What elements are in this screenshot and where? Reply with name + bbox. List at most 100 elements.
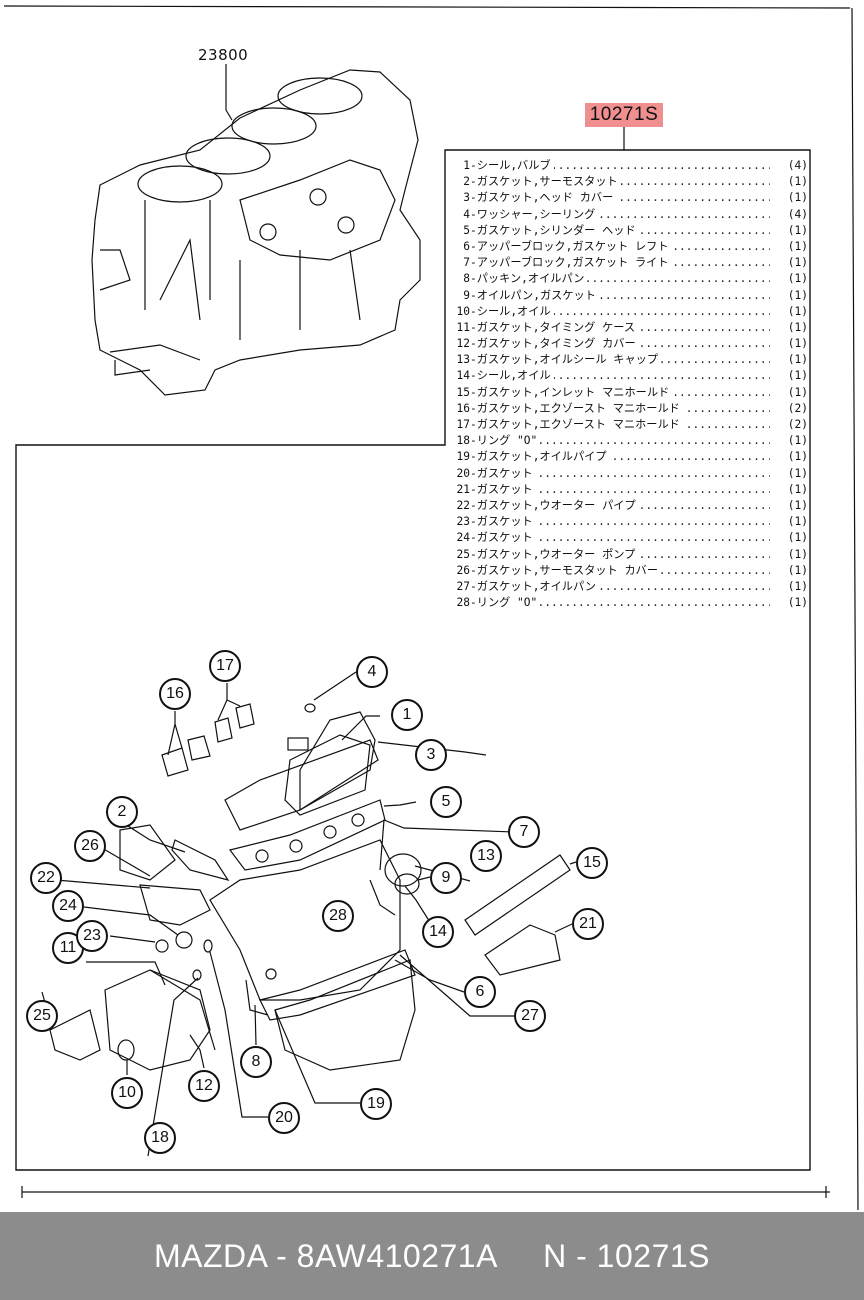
- callout-24[interactable]: 24: [52, 890, 84, 922]
- parts-list-row[interactable]: ........................................…: [450, 562, 810, 579]
- part-name: シール,バルブ: [476, 159, 551, 172]
- part-name: ガスケット,エクゾースト マニホールド: [476, 418, 680, 431]
- part-name: パッキン,オイルパン: [476, 272, 585, 286]
- part-number: 16: [456, 401, 470, 415]
- parts-list-row[interactable]: ........................................…: [450, 400, 810, 418]
- part-number: 23: [456, 515, 470, 529]
- parts-list-row[interactable]: ........................................…: [450, 497, 810, 515]
- part-name: ガスケット,オイルパイプ: [476, 450, 607, 464]
- part-name: リング "O": [476, 434, 538, 448]
- part-qty: (1): [784, 368, 808, 385]
- part-name: シール,オイル: [476, 304, 551, 318]
- part-qty: (1): [784, 271, 808, 288]
- callout-25[interactable]: 25: [26, 1000, 58, 1032]
- part-qty: (2): [784, 417, 808, 434]
- part-number: 9: [463, 288, 470, 302]
- parts-list-row[interactable]: ........................................…: [450, 368, 810, 385]
- parts-list-row[interactable]: ........................................…: [450, 465, 810, 482]
- callout-1[interactable]: 1: [391, 699, 423, 731]
- parts-list-row[interactable]: ........................................…: [450, 222, 810, 239]
- parts-list-row[interactable]: ........................................…: [450, 384, 810, 401]
- part-number: 17: [456, 418, 470, 431]
- parts-list-row[interactable]: ........................................…: [450, 578, 810, 596]
- footer-text: MAZDA - 8AW410271A N - 10271S: [153, 1237, 710, 1274]
- callout-9[interactable]: 9: [430, 862, 462, 894]
- part-qty: (1): [784, 514, 808, 531]
- callout-16[interactable]: 16: [159, 678, 191, 710]
- kit-number-badge[interactable]: 10271S: [585, 103, 663, 127]
- callout-21[interactable]: 21: [572, 908, 604, 940]
- part-qty: (1): [784, 238, 808, 256]
- parts-list-row[interactable]: ........................................…: [450, 255, 810, 272]
- part-number: 10: [456, 304, 470, 318]
- parts-list-row[interactable]: ........................................…: [450, 514, 810, 531]
- callout-3[interactable]: 3: [415, 739, 447, 771]
- part-name: ガスケット,ウオーター ポンプ: [476, 547, 636, 561]
- callout-13[interactable]: 13: [470, 840, 502, 872]
- part-number: 2: [463, 175, 470, 189]
- parts-list-row[interactable]: ........................................…: [450, 417, 810, 434]
- parts-list-row[interactable]: ........................................…: [450, 190, 810, 207]
- callout-19[interactable]: 19: [360, 1088, 392, 1120]
- parts-list-row[interactable]: ........................................…: [450, 433, 810, 450]
- parts-list-row[interactable]: ........................................…: [450, 336, 810, 353]
- part-number: 1: [463, 159, 470, 172]
- part-name: ガスケット,ヘッド カバー: [476, 191, 614, 205]
- parts-list-row[interactable]: ........................................…: [450, 481, 810, 498]
- part-number: 15: [456, 385, 470, 399]
- part-number: 3: [463, 191, 470, 205]
- callout-26[interactable]: 26: [74, 830, 106, 862]
- callout-2[interactable]: 2: [106, 796, 138, 828]
- parts-list-row[interactable]: ........................................…: [450, 546, 810, 563]
- callout-18[interactable]: 18: [144, 1122, 176, 1154]
- part-qty: (1): [784, 481, 808, 498]
- footer-kit-ref: N - 10271S: [543, 1237, 710, 1274]
- part-name: ガスケット,オイルシール キャップ: [476, 353, 659, 367]
- callout-22[interactable]: 22: [30, 862, 62, 894]
- parts-list-row[interactable]: ........................................…: [450, 287, 810, 304]
- parts-list-row[interactable]: ........................................…: [450, 595, 810, 612]
- callout-4[interactable]: 4: [356, 656, 388, 688]
- callout-10[interactable]: 10: [111, 1077, 143, 1109]
- callout-14[interactable]: 14: [422, 916, 454, 948]
- parts-list-row[interactable]: ........................................…: [450, 206, 810, 223]
- part-name: アッパーブロック,ガスケット ライト: [476, 256, 669, 270]
- part-number: 5: [463, 223, 470, 237]
- callout-6[interactable]: 6: [464, 976, 496, 1008]
- parts-list-row[interactable]: ........................................…: [450, 449, 810, 466]
- parts-list-row[interactable]: ........................................…: [450, 174, 810, 191]
- callout-23[interactable]: 23: [76, 920, 108, 952]
- part-qty: (1): [784, 287, 808, 304]
- assembly-part-number: 23800: [198, 46, 249, 64]
- parts-list-row[interactable]: ........................................…: [450, 352, 810, 369]
- parts-list-row[interactable]: ........................................…: [450, 271, 810, 288]
- parts-list-row[interactable]: ........................................…: [450, 319, 810, 337]
- footer-part-code: 8AW410271A: [296, 1237, 497, 1274]
- callout-12[interactable]: 12: [188, 1070, 220, 1102]
- callout-20[interactable]: 20: [268, 1102, 300, 1134]
- part-qty: (1): [784, 190, 808, 207]
- parts-list-row[interactable]: ........................................…: [450, 530, 810, 547]
- part-name: ガスケット,インレット マニホールド: [476, 385, 670, 399]
- callout-17[interactable]: 17: [209, 650, 241, 682]
- callout-8[interactable]: 8: [240, 1046, 272, 1078]
- part-name: ガスケット,タイミング カバー: [476, 337, 636, 351]
- part-name: ワッシャー,シーリング: [476, 207, 596, 221]
- part-name: ガスケット,シリンダー ヘッド: [476, 223, 636, 237]
- callout-15[interactable]: 15: [576, 847, 608, 879]
- part-number: 21: [456, 482, 470, 496]
- parts-list-row[interactable]: ........................................…: [450, 303, 810, 320]
- callout-28[interactable]: 28: [322, 900, 354, 932]
- part-number: 28: [456, 596, 470, 610]
- part-qty: (1): [784, 336, 808, 353]
- part-qty: (1): [784, 319, 808, 337]
- part-number: 24: [456, 531, 470, 545]
- callout-5[interactable]: 5: [430, 786, 462, 818]
- parts-list-row[interactable]: ........................................…: [450, 158, 810, 175]
- callout-7[interactable]: 7: [508, 816, 540, 848]
- part-qty: (1): [784, 174, 808, 191]
- part-number: 22: [456, 498, 470, 512]
- parts-list-row[interactable]: ........................................…: [450, 238, 810, 256]
- part-number: 18: [456, 434, 470, 448]
- callout-27[interactable]: 27: [514, 1000, 546, 1032]
